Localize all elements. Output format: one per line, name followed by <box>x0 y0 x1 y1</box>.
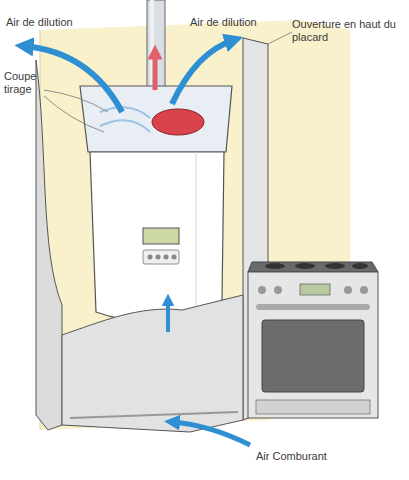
control-button <box>148 255 153 260</box>
draft-hood <box>80 86 232 152</box>
burner <box>295 263 315 269</box>
cooker-knob <box>360 286 368 294</box>
hood-airflow <box>100 107 150 132</box>
cooker-knob <box>344 286 352 294</box>
control-button <box>172 255 177 260</box>
leader-line <box>268 32 292 44</box>
burner <box>325 263 345 269</box>
opening-label: Ouverture en haut du placard <box>292 18 404 44</box>
cooker-display <box>300 284 330 295</box>
draft-diverter-label: Coupe tirage <box>4 70 46 96</box>
flue-highlight <box>150 0 154 92</box>
oven-drawer <box>256 400 370 414</box>
oven-handle <box>256 304 370 310</box>
cupboard-vent-slot <box>70 412 238 418</box>
dilution-air-arrow <box>24 46 122 112</box>
control-button <box>164 255 169 260</box>
burner <box>352 263 368 269</box>
dilution-air-label: Air de dilution <box>6 16 96 29</box>
control-panel <box>143 250 179 264</box>
cooker-knob <box>258 286 266 294</box>
leader-line <box>44 90 108 132</box>
boiler-body <box>90 152 224 321</box>
boiler-display <box>143 228 179 244</box>
flue-pipe <box>147 0 165 92</box>
combustion-air-arrow <box>166 300 170 332</box>
flue-gas-arrow <box>153 52 158 90</box>
dilution-air-label: Air de dilution <box>190 16 280 29</box>
dilution-air-arrow <box>172 40 234 104</box>
heat-exchanger <box>152 109 204 135</box>
cooker-knob <box>274 286 282 294</box>
cupboard-left-panel <box>36 60 62 430</box>
burner <box>265 263 285 269</box>
cooker-hob <box>248 262 378 272</box>
control-button <box>156 255 161 260</box>
combustion-air-arrow <box>172 422 250 445</box>
cupboard-front-panel <box>62 295 243 432</box>
boiler-shading <box>196 152 197 310</box>
cooker-body <box>248 272 378 418</box>
combustion-air-label: Air Comburant <box>256 450 366 463</box>
oven-window <box>262 320 364 392</box>
